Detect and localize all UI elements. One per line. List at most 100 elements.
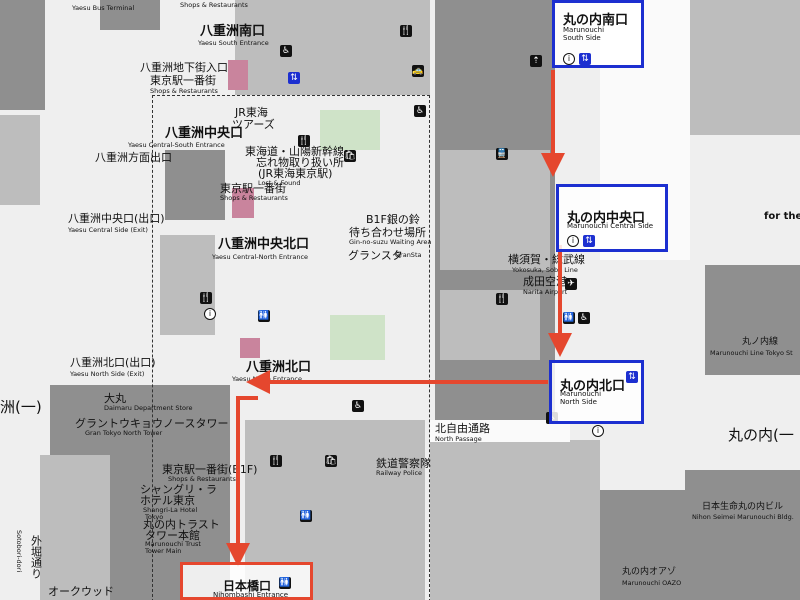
tokaido-label: 東海道・山陽新幹線 — [245, 145, 344, 158]
gran-tokyo-en: Gran Tokyo North Tower — [85, 429, 163, 437]
trust-tower-main-label: タワー本館 — [145, 529, 200, 542]
oazo-en: Marunouchi OAZO — [622, 579, 682, 587]
daimaru-label: 大丸 — [104, 392, 126, 405]
building-block — [235, 0, 430, 95]
lost-found-en: Lost & Found — [258, 179, 301, 187]
building-block — [690, 0, 800, 135]
restaurant-icon: 🍴 — [200, 292, 212, 304]
yaesu-south-en: Yaesu South Entrance — [198, 39, 269, 47]
elevator-icon: ⇅ — [579, 53, 591, 65]
info-icon: i — [563, 53, 575, 65]
seimei-en: Nihon Seimei Marunouchi Bldg. — [692, 513, 794, 521]
wheelchair-icon: ♿ — [352, 400, 364, 412]
railway-police-label: 鉄道警察隊 — [376, 457, 431, 470]
platform-block — [440, 290, 540, 360]
sotobori-label: 外堀通り — [29, 535, 43, 579]
edge-left-label: 洲(一) — [0, 398, 42, 416]
marunouchi-north-title: 丸の内北口 — [560, 379, 626, 394]
building-block — [0, 0, 45, 110]
elevator-icon: ⇅ — [626, 371, 638, 383]
trust-tower-en: Marunouchi Trust — [145, 540, 201, 548]
restaurant-icon: 🍴 — [298, 135, 310, 147]
toilet-icon: ♿ — [280, 45, 292, 57]
gin-no-suzu-label: B1F銀の鈴 — [366, 213, 420, 226]
elevator-icon: ⇅ — [288, 72, 300, 84]
yaesu-underground-label: 八重洲地下街入口 — [140, 61, 228, 74]
jr-tokai-jp: (JR東海東京駅) — [258, 167, 333, 180]
ichibangai-label: 東京駅一番街 — [150, 74, 216, 87]
taxi-icon: 🚕 — [412, 65, 424, 77]
gin-no-suzu-en: Gin-no-suzu Waiting Area — [349, 238, 432, 246]
nihombashi-en: Nihombashi Entrance — [213, 591, 289, 599]
waiting-area-label: 待ち合わせ場所 — [349, 226, 426, 239]
route-segment — [226, 396, 258, 567]
yaesu-central-south-en: Yaesu Central-South Entrance — [128, 141, 225, 149]
ookudo-label: オークウッド — [48, 585, 114, 598]
green-area — [320, 110, 380, 150]
shops-label: Shops & Restaurants — [180, 1, 248, 9]
yokosuka-label: 横須賀・総武線 — [508, 253, 585, 266]
ichibangai-b1-en: Shops & Restaurants — [168, 475, 236, 483]
daimaru-en: Daimaru Department Store — [104, 404, 193, 412]
platform-block — [440, 150, 550, 270]
toilet-icon: 🚻 — [563, 312, 575, 324]
green-area — [330, 315, 385, 360]
marunouchi-line-en: Marunouchi Line Tokyo St — [710, 349, 793, 357]
yaesu-side-exit-label: 八重洲方面出口 — [95, 151, 172, 164]
elevator-icon: ⇅ — [583, 235, 595, 247]
restaurant-icon: 🍴 — [400, 25, 412, 37]
lost-found-jp: 忘れ物取り扱い所 — [256, 156, 344, 169]
trust-tower-main-en: Tower Main — [145, 547, 182, 555]
passage — [430, 420, 570, 442]
shop-icon: 🛍 — [344, 150, 356, 162]
info-icon: i — [592, 425, 604, 437]
sotobori-en: Sotobori-dori — [14, 530, 23, 573]
shangri-la-en: Shangri-La Hotel — [143, 506, 198, 514]
wheelchair-icon: ♿ — [414, 105, 426, 117]
restaurant-icon: 🍴 — [496, 293, 508, 305]
yaesu-central-north-label: 八重洲中央北口 — [218, 237, 310, 252]
marunouchi-south-title: 丸の内南口 — [563, 13, 629, 28]
building-block — [40, 455, 110, 600]
info-icon: i — [567, 235, 579, 247]
marunouchi-central-title: 丸の内中央口 — [567, 211, 646, 226]
marunouchi-south-en-2: South Side — [563, 33, 601, 42]
railway-police-en: Railway Police — [376, 469, 423, 477]
yokosuka-en: Yokosuka, Sobu Line — [512, 266, 578, 274]
hotel-tokyo-label: ホテル東京 — [140, 494, 195, 507]
restaurant-icon: 🍴 — [270, 455, 282, 467]
shangri-la-tokyo-en: Tokyo — [145, 513, 164, 521]
escalator-icon: ⇡ — [530, 55, 542, 67]
platform-block — [430, 440, 600, 600]
marunouchi-central-box[interactable]: 丸の内中央口 Marunouchi Central Side i ⇅ — [556, 184, 668, 252]
shangri-la-label: シャングリ・ラ — [140, 483, 217, 496]
yaesu-south-label: 八重洲南口 — [200, 24, 266, 39]
ichibangai-b1-label: 東京駅一番街(B1F) — [162, 463, 258, 476]
gransta-en: GranSta — [395, 251, 422, 259]
gran-tokyo-label: グラントウキョウノースタワー — [75, 417, 229, 430]
shop-icon: 🛍 — [325, 455, 337, 467]
bus-terminal-label: Yaesu Bus Terminal — [72, 4, 135, 12]
underground-outline — [152, 95, 430, 600]
narita-label: 成田空港 — [523, 275, 567, 288]
yaesu-central-south-label: 八重洲中央口 — [165, 126, 244, 141]
toilet-icon: 🚻 — [258, 310, 270, 322]
marunouchi-north-en-2: North Side — [560, 397, 597, 406]
north-passage-label: 北自由通路 — [435, 422, 490, 435]
gransta-label: グランスタ — [348, 249, 403, 262]
marunouchi-area-label: 丸の内(一 — [728, 426, 794, 444]
nihombashi-box[interactable]: 日本橋口 Nihombashi Entrance 🚻 — [180, 562, 313, 600]
marunouchi-line-label: 丸ノ内線 — [742, 337, 779, 347]
jr-central-tours-2: ツアーズ — [232, 118, 275, 131]
building-block — [100, 0, 160, 30]
train-icon: 🚆 — [496, 148, 508, 160]
pink-area — [228, 60, 248, 90]
for-the-label: for the — [764, 211, 800, 222]
toilet-icon: 🚻 — [279, 577, 291, 589]
